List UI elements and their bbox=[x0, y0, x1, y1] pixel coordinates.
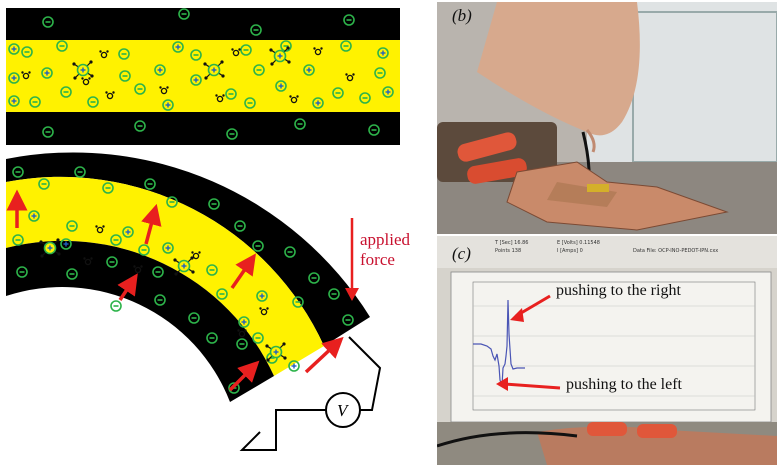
top-electrode bbox=[6, 8, 400, 40]
screen-datafile: Data File: OCP-INO-PEDOT-IPN.cxx bbox=[633, 248, 719, 254]
applied-force-arrow bbox=[345, 218, 359, 301]
copper-foil bbox=[506, 161, 729, 231]
annotation-pushing-right: pushing to the right bbox=[556, 282, 681, 299]
voltmeter-symbol: V bbox=[337, 401, 350, 420]
screen-time: T [Sec] 16.86 bbox=[495, 240, 529, 246]
red-connectors bbox=[457, 132, 527, 184]
annotation-pushing-left: pushing to the left bbox=[566, 376, 682, 393]
screen-amps: I [Amps] 0 bbox=[557, 248, 583, 254]
bottom-electrode bbox=[6, 112, 400, 145]
panel-b-label: (b) bbox=[452, 6, 472, 25]
ionic-actuator-schematic: V bbox=[6, 8, 400, 451]
finger-press-photo bbox=[437, 2, 777, 234]
bent-electrode-outer bbox=[6, 152, 370, 346]
potentiostat-screen-photo: T [Sec] 16.86 Points 138 E [Volts] 0.115… bbox=[437, 236, 777, 465]
voltmeter-circuit bbox=[239, 336, 382, 451]
panel-c-label: (c) bbox=[452, 244, 471, 263]
screen-volts: E [Volts] 0.11548 bbox=[557, 240, 600, 246]
finger bbox=[477, 2, 640, 136]
screen-points: Points 138 bbox=[495, 248, 522, 254]
ion-migration-arrows bbox=[6, 189, 344, 392]
electrolyte-layer bbox=[6, 40, 400, 112]
bent-electrode-inner bbox=[6, 240, 274, 402]
applied-force-label: applied force bbox=[360, 230, 411, 269]
plot-frame bbox=[472, 281, 756, 411]
